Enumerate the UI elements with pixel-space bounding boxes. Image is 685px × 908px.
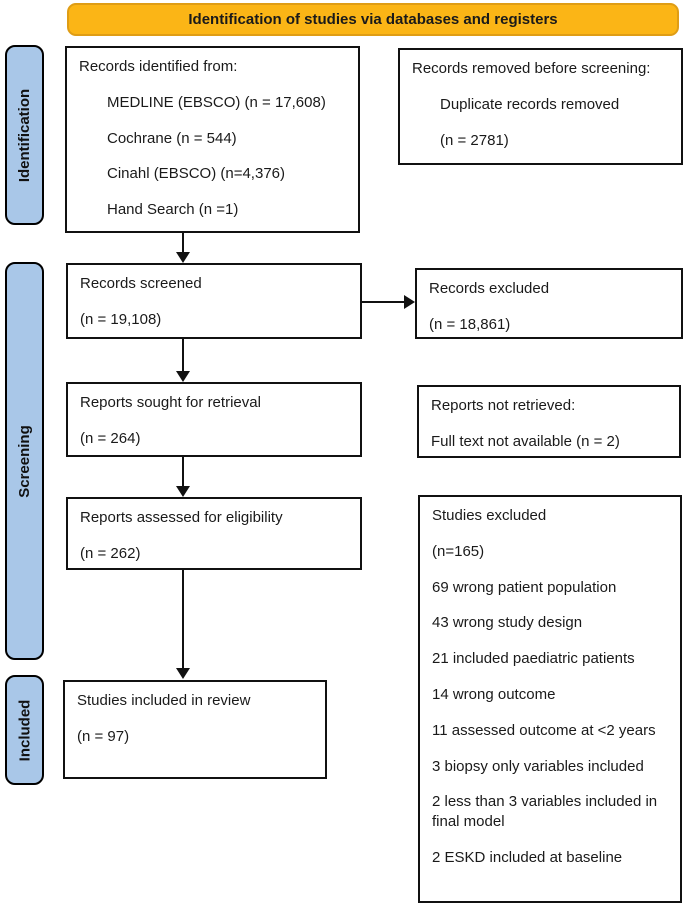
- exclusion-reason: 43 wrong study design: [432, 614, 583, 632]
- arrow-identified-to-screened-line: [182, 233, 184, 254]
- records-excluded-count: (n = 18,861): [429, 315, 511, 333]
- exclusion-reason: 3 biopsy only variables included: [432, 757, 644, 775]
- box-reports-assessed: Reports assessed for eligibility (n = 26…: [66, 497, 362, 570]
- records-removed-duplicates: Duplicate records removed: [440, 95, 620, 113]
- records-removed-title: Records removed before screening:: [412, 60, 651, 77]
- studies-included-count: (n = 97): [77, 727, 130, 745]
- reports-assessed-title: Reports assessed for eligibility: [80, 509, 283, 526]
- diagram-header-label: Identification of studies via databases …: [188, 11, 558, 28]
- stage-included-label: Included: [16, 699, 34, 761]
- reports-not-retrieved-reason: Full text not available (n = 2): [431, 432, 620, 450]
- records-identified-source-cinahl: Cinahl (EBSCO) (n=4,376): [107, 165, 285, 183]
- exclusion-reason: 14 wrong outcome: [432, 685, 556, 703]
- box-reports-not-retrieved: Reports not retrieved: Full text not ava…: [417, 385, 681, 458]
- stage-screening-label: Screening: [16, 424, 33, 498]
- records-identified-source-cochrane: Cochrane (n = 544): [107, 129, 237, 147]
- exclusion-reason: 21 included paediatric patients: [432, 650, 635, 668]
- arrow-right-icon: [404, 295, 415, 309]
- records-screened-title: Records screened: [80, 275, 202, 292]
- box-reports-sought: Reports sought for retrieval (n = 264): [66, 382, 362, 457]
- arrow-down-icon: [176, 668, 190, 679]
- arrow-assessed-to-included-line: [182, 570, 184, 669]
- records-excluded-title: Records excluded: [429, 280, 550, 297]
- stage-identification-label: Identification: [16, 88, 33, 182]
- box-studies-included: Studies included in review (n = 97): [63, 680, 327, 779]
- diagram-header: Identification of studies via databases …: [67, 3, 679, 36]
- exclusion-reason: 11 assessed outcome at <2 years: [432, 721, 656, 739]
- records-removed-count: (n = 2781): [440, 131, 509, 149]
- stage-identification: Identification: [5, 45, 44, 225]
- arrow-down-icon: [176, 486, 190, 497]
- reports-not-retrieved-title: Reports not retrieved:: [431, 397, 576, 414]
- stage-included: Included: [5, 675, 44, 785]
- studies-excluded-title: Studies excluded: [432, 507, 547, 524]
- arrow-screened-to-excluded-line: [362, 301, 405, 303]
- studies-excluded-count: (n=165): [432, 542, 485, 560]
- records-identified-source-handsearch: Hand Search (n =1): [107, 201, 239, 219]
- box-records-removed: Records removed before screening: Duplic…: [398, 48, 683, 165]
- records-screened-count: (n = 19,108): [80, 310, 162, 328]
- reports-sought-title: Reports sought for retrieval: [80, 394, 261, 411]
- reports-sought-count: (n = 264): [80, 429, 141, 447]
- box-records-screened: Records screened (n = 19,108): [66, 263, 362, 339]
- arrow-screened-to-sought-line: [182, 339, 184, 372]
- exclusion-reason: 2 less than 3 variables included in fina…: [432, 793, 658, 831]
- records-identified-source-medline: MEDLINE (EBSCO) (n = 17,608): [107, 93, 326, 111]
- box-records-excluded: Records excluded (n = 18,861): [415, 268, 683, 339]
- exclusion-reason: 2 ESKD included at baseline: [432, 848, 623, 866]
- box-records-identified: Records identified from: MEDLINE (EBSCO)…: [65, 46, 360, 233]
- reports-assessed-count: (n = 262): [80, 544, 141, 562]
- arrow-sought-to-assessed-line: [182, 457, 184, 487]
- exclusion-reason: 69 wrong patient population: [432, 578, 617, 596]
- arrow-down-icon: [176, 371, 190, 382]
- box-studies-excluded: Studies excluded (n=165) 69 wrong patien…: [418, 495, 682, 903]
- studies-included-title: Studies included in review: [77, 692, 251, 709]
- stage-screening: Screening: [5, 262, 44, 660]
- arrow-down-icon: [176, 252, 190, 263]
- records-identified-title: Records identified from:: [79, 58, 238, 75]
